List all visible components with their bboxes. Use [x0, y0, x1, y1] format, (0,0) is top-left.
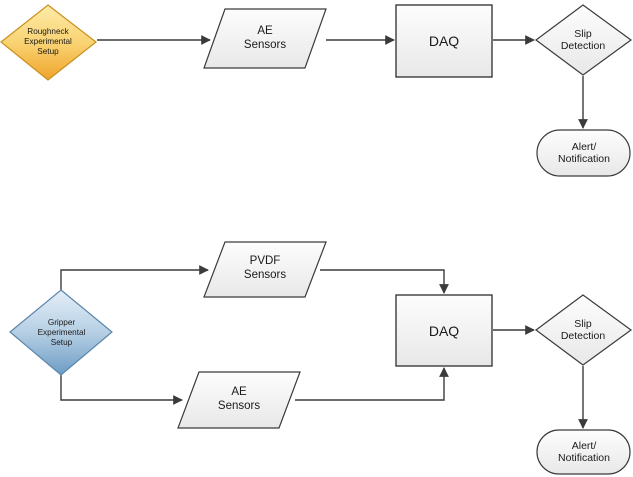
node-gripper-setup[interactable]	[9, 289, 113, 376]
node-pvdf-sensors[interactable]	[203, 241, 327, 298]
edge-gripper-to-pvdf	[60, 265, 209, 292]
node-slip-detection-top[interactable]	[534, 4, 633, 76]
node-ae-sensors-top[interactable]	[203, 8, 327, 69]
node-daq-top[interactable]	[395, 4, 493, 78]
node-alert-top[interactable]	[536, 129, 631, 177]
node-roughneck-setup[interactable]	[0, 4, 97, 81]
node-daq-bottom[interactable]	[395, 294, 493, 367]
edge-pvdf-to-daq	[320, 269, 449, 294]
node-alert-bottom[interactable]	[536, 429, 631, 475]
edge-gripper-to-ae	[60, 374, 183, 405]
edge-ae-to-daq-bottom	[295, 367, 449, 401]
node-ae-sensors-bottom[interactable]	[177, 371, 301, 429]
node-slip-detection-bottom[interactable]	[534, 294, 633, 366]
